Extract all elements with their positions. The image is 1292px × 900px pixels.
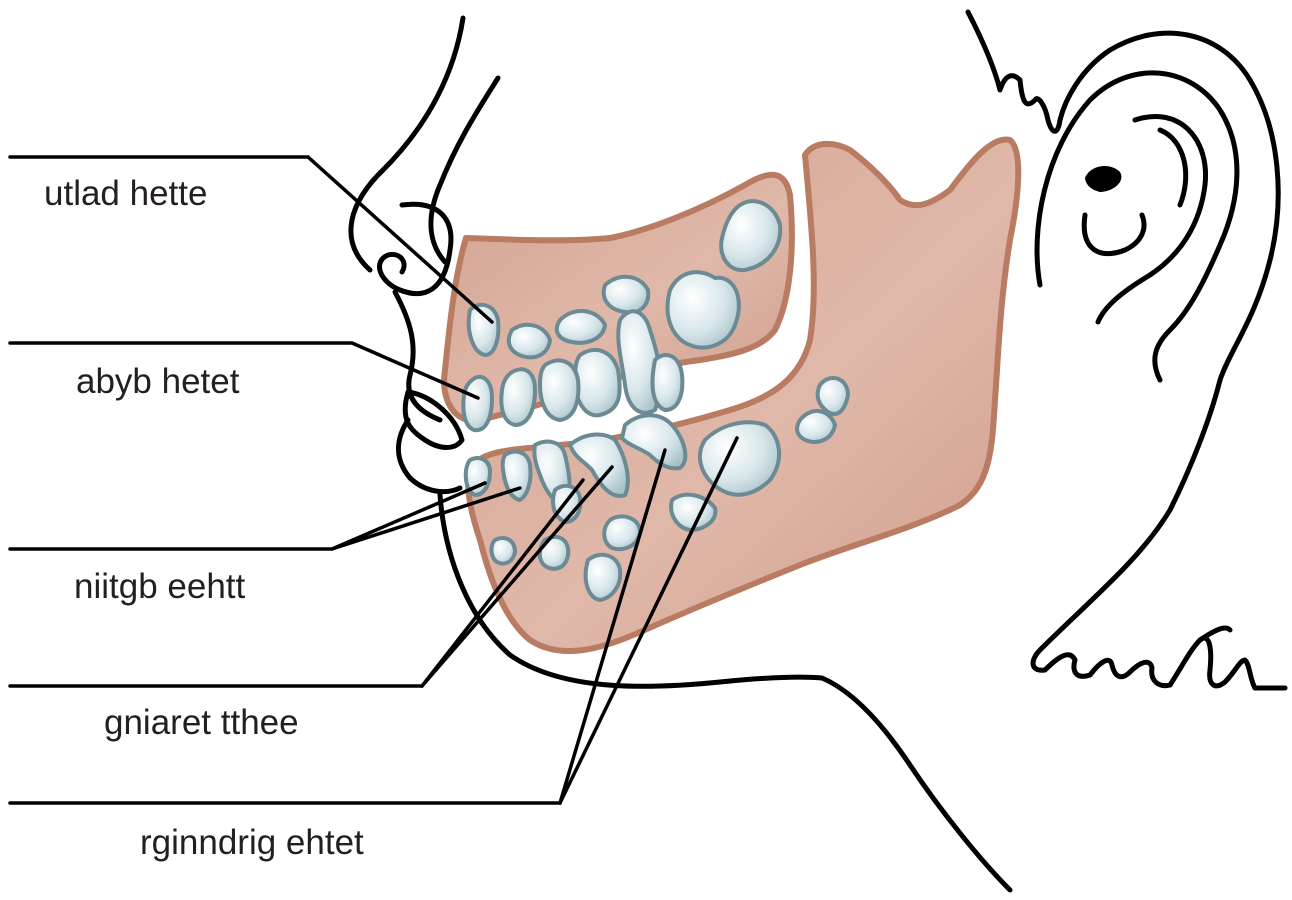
label-1: utlad hette [44,174,207,213]
nose-bridge-line [431,78,498,262]
lower-lip [398,420,460,492]
label-4: gniaret tthee [104,703,299,742]
tooth-l10 [604,516,640,549]
tooth-u2 [668,272,739,348]
label-2: abyb hetet [76,362,240,401]
ear [1037,73,1237,380]
tooth-u11 [463,377,492,430]
ear-concha [1084,215,1144,254]
ear-helix [1160,130,1186,205]
forehead-nose-line [351,18,463,270]
tooth-u10 [501,369,535,425]
tooth-l12 [540,537,568,569]
ear-canal [1085,166,1121,192]
nostril [379,204,450,293]
leader-line-3a [10,483,485,549]
neck-hair-zig [1200,628,1230,640]
tooth-l2 [797,411,835,442]
tooth-u12 [652,355,682,410]
label-3: niitgb eehtt [74,567,246,606]
label-5: rginndrig ehtet [140,823,364,862]
tooth-l1 [818,378,848,414]
tooth-u9 [540,360,578,420]
tooth-u5 [509,325,550,358]
tooth-u8 [575,350,620,415]
tooth-l11 [586,555,621,600]
tooth-l3 [700,422,779,494]
tooth-u3 [604,277,649,313]
hair-line [968,12,1278,686]
ear-inner-fold [1098,116,1206,322]
tooth-l13 [491,538,515,563]
neck-hair-right [1170,638,1285,688]
labels: utlad hette abyb hetet niitgb eehtt gnia… [44,174,364,862]
tooth-u4 [557,311,605,343]
